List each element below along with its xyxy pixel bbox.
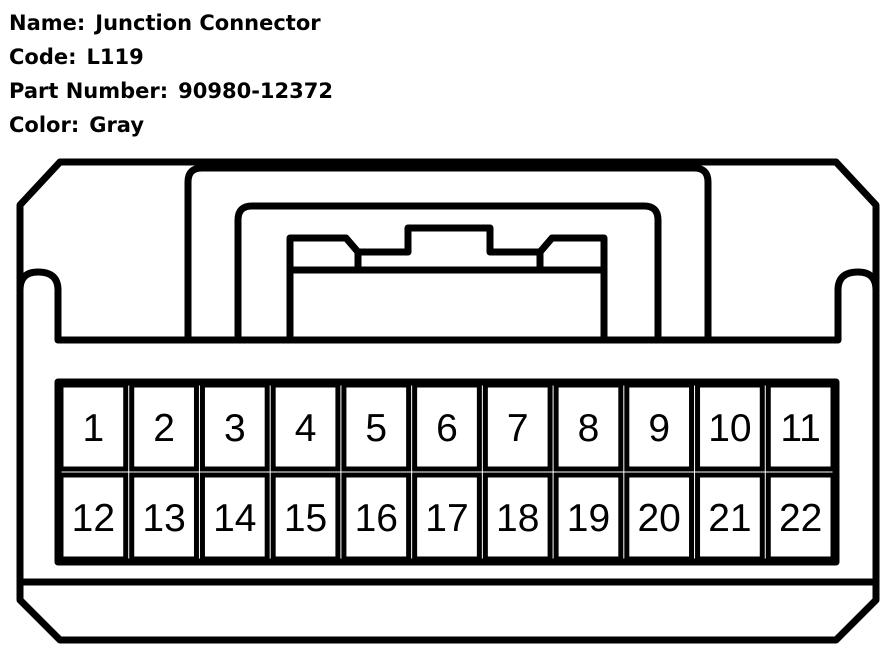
color-label: Color:	[9, 113, 80, 137]
pin-number: 21	[708, 497, 751, 540]
part-number-value: 90980-12372	[178, 79, 333, 103]
pin-cell	[553, 472, 624, 562]
pin-cell	[270, 382, 341, 472]
pin-number: 8	[578, 407, 600, 450]
pin-number: 3	[224, 407, 246, 450]
lock-arch-outer	[184, 164, 712, 344]
name-line: Name: Junction Connector	[9, 6, 333, 40]
pin-cell	[129, 472, 199, 562]
pin-number: 1	[83, 407, 105, 450]
pin-cell	[129, 382, 199, 472]
pin-cell	[624, 382, 695, 472]
pin-number: 7	[507, 407, 529, 450]
pin-number: 5	[365, 407, 387, 450]
pin-number: 4	[295, 407, 317, 450]
pin-cell	[270, 472, 341, 562]
pin-cell	[412, 382, 482, 472]
color-value: Gray	[89, 113, 145, 137]
name-value: Junction Connector	[95, 11, 321, 35]
pin-cell	[695, 472, 765, 562]
pin-number: 11	[780, 407, 821, 450]
pin-cell	[482, 472, 553, 562]
pin-number: 17	[425, 497, 468, 540]
bottom-skirt	[16, 286, 880, 644]
pin-cell	[199, 382, 270, 472]
pin-number: 15	[284, 497, 327, 540]
code-value: L119	[86, 45, 144, 69]
lock-arch-inner	[234, 202, 662, 344]
pin-cell	[765, 382, 836, 472]
pin-cell	[412, 472, 482, 562]
pin-cell	[553, 382, 624, 472]
pin-grid-frame	[54, 378, 840, 566]
pin-cell	[58, 472, 129, 562]
pin-number: 19	[567, 497, 610, 540]
code-line: Code: L119	[9, 40, 333, 74]
part-number-label: Part Number:	[9, 79, 169, 103]
color-line: Color: Gray	[9, 108, 333, 142]
pin-cell	[695, 382, 765, 472]
code-label: Code:	[9, 45, 77, 69]
pin-number: 22	[779, 497, 822, 540]
pin-number: 9	[648, 407, 670, 450]
pin-number: 13	[142, 497, 185, 540]
pin-number: 18	[496, 497, 539, 540]
pin-number: 6	[436, 407, 458, 450]
part-number-line: Part Number: 90980-12372	[9, 74, 333, 108]
pin-cell	[58, 382, 129, 472]
pin-number: 14	[213, 497, 256, 540]
connector-info: Name: Junction Connector Code: L119 Part N…	[9, 6, 333, 142]
pin-cell	[199, 472, 270, 562]
pin-cell	[765, 472, 836, 562]
pin-number: 10	[708, 407, 751, 450]
pin-cell	[341, 382, 412, 472]
pin-cell	[482, 382, 553, 472]
pin-number: 2	[153, 407, 175, 450]
name-label: Name:	[9, 11, 86, 35]
pin-number: 16	[355, 497, 398, 540]
housing-outline	[16, 158, 880, 344]
pin-number: 12	[72, 497, 115, 540]
latch	[286, 224, 608, 344]
pin-number: 20	[637, 497, 680, 540]
pin-cell	[624, 472, 695, 562]
pin-cell	[341, 472, 412, 562]
